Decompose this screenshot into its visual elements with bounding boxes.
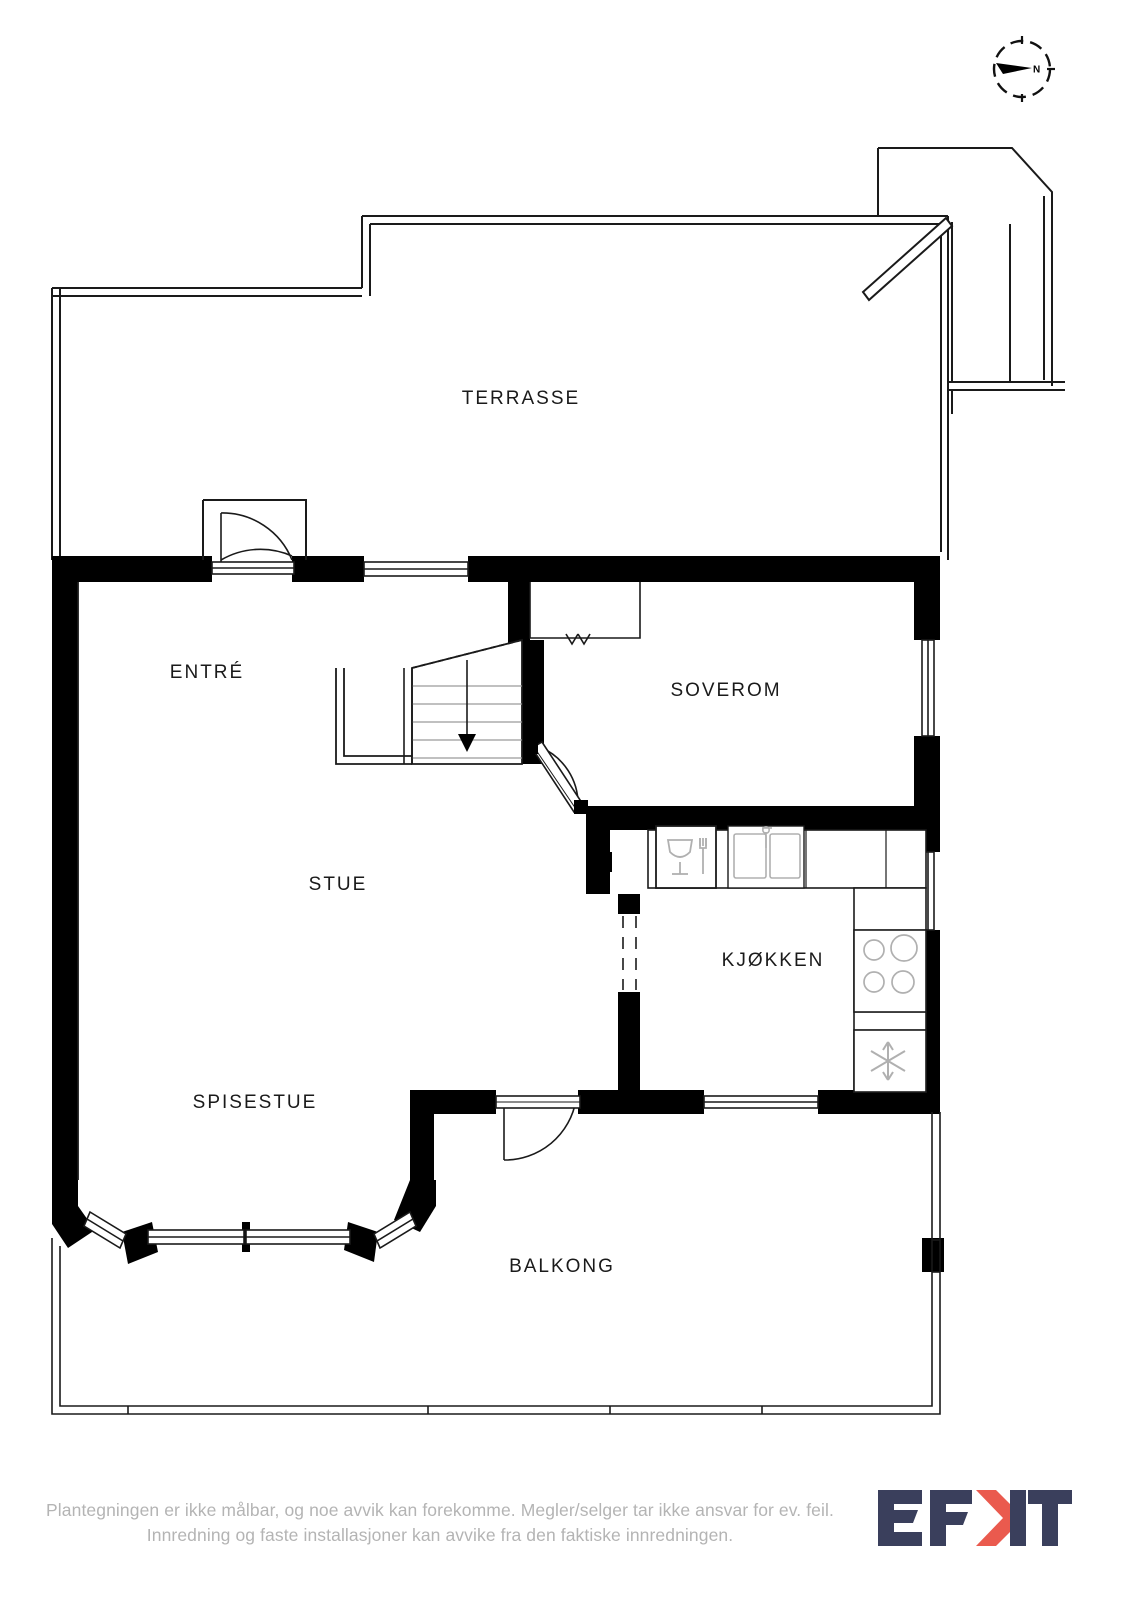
interior-outlines bbox=[51, 582, 941, 1415]
room-label-kjokken: KJØKKEN bbox=[722, 950, 825, 971]
disclaimer-line-1: Plantegningen er ikke målbar, og noe avv… bbox=[46, 1500, 834, 1520]
disclaimer-line-2: Innredning og faste installasjoner kan a… bbox=[146, 1525, 734, 1546]
terrace-outline bbox=[51, 215, 949, 560]
door-balkong-leaf bbox=[495, 1095, 581, 1109]
room-label-entre: ENTRÉ bbox=[170, 662, 244, 683]
room-label-soverom: SOVEROM bbox=[670, 680, 781, 701]
logo-letter-f bbox=[930, 1490, 972, 1546]
logo-letter-e bbox=[878, 1490, 922, 1546]
room-label-terrasse: TERRASSE bbox=[462, 388, 580, 409]
door-soverom-leaf bbox=[524, 740, 588, 814]
compass-label-north: N bbox=[1033, 65, 1040, 76]
compass-rose: N bbox=[992, 36, 1055, 102]
terrace-gate bbox=[861, 216, 954, 302]
logo-letter-i bbox=[1010, 1490, 1026, 1546]
efit-logo bbox=[878, 1490, 1072, 1546]
windows bbox=[82, 561, 935, 1250]
logo-letter-t bbox=[1028, 1490, 1072, 1546]
door-swings bbox=[202, 499, 579, 1161]
room-label-stue: STUE bbox=[309, 874, 368, 895]
four-burner-icon bbox=[863, 934, 918, 994]
snowflake-icon bbox=[870, 1041, 906, 1081]
stairs bbox=[335, 638, 523, 765]
glass-fork-icon bbox=[666, 838, 707, 875]
double-sink-icon bbox=[733, 825, 801, 879]
compass-needle bbox=[996, 63, 1032, 74]
kitchen-cabinetry bbox=[647, 825, 927, 1093]
room-label-spisestue: SPISESTUE bbox=[193, 1092, 318, 1113]
outdoor-structure bbox=[877, 147, 1065, 414]
disclaimer: Plantegningen er ikke målbar, og noe avv… bbox=[0, 1498, 880, 1549]
bay-window-left bbox=[147, 1229, 351, 1245]
room-label-balkong: BALKONG bbox=[509, 1256, 615, 1277]
